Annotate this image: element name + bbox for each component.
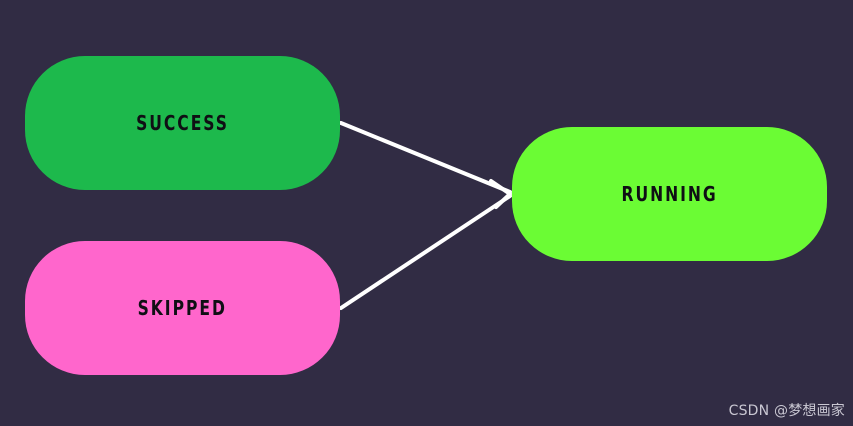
node-skipped-label: SKIPPED <box>137 296 228 320</box>
node-running[interactable]: RUNNING <box>512 127 827 261</box>
node-success[interactable]: SUCCESS <box>25 56 340 190</box>
edge-skipped-to-running <box>339 194 512 310</box>
arrowhead-running-icon <box>489 179 512 209</box>
edge-success-to-running <box>339 121 512 194</box>
node-running-label: RUNNING <box>621 182 718 206</box>
node-skipped[interactable]: SKIPPED <box>25 241 340 375</box>
node-success-label: SUCCESS <box>136 111 229 135</box>
watermark: CSDN @梦想画家 <box>728 403 845 419</box>
